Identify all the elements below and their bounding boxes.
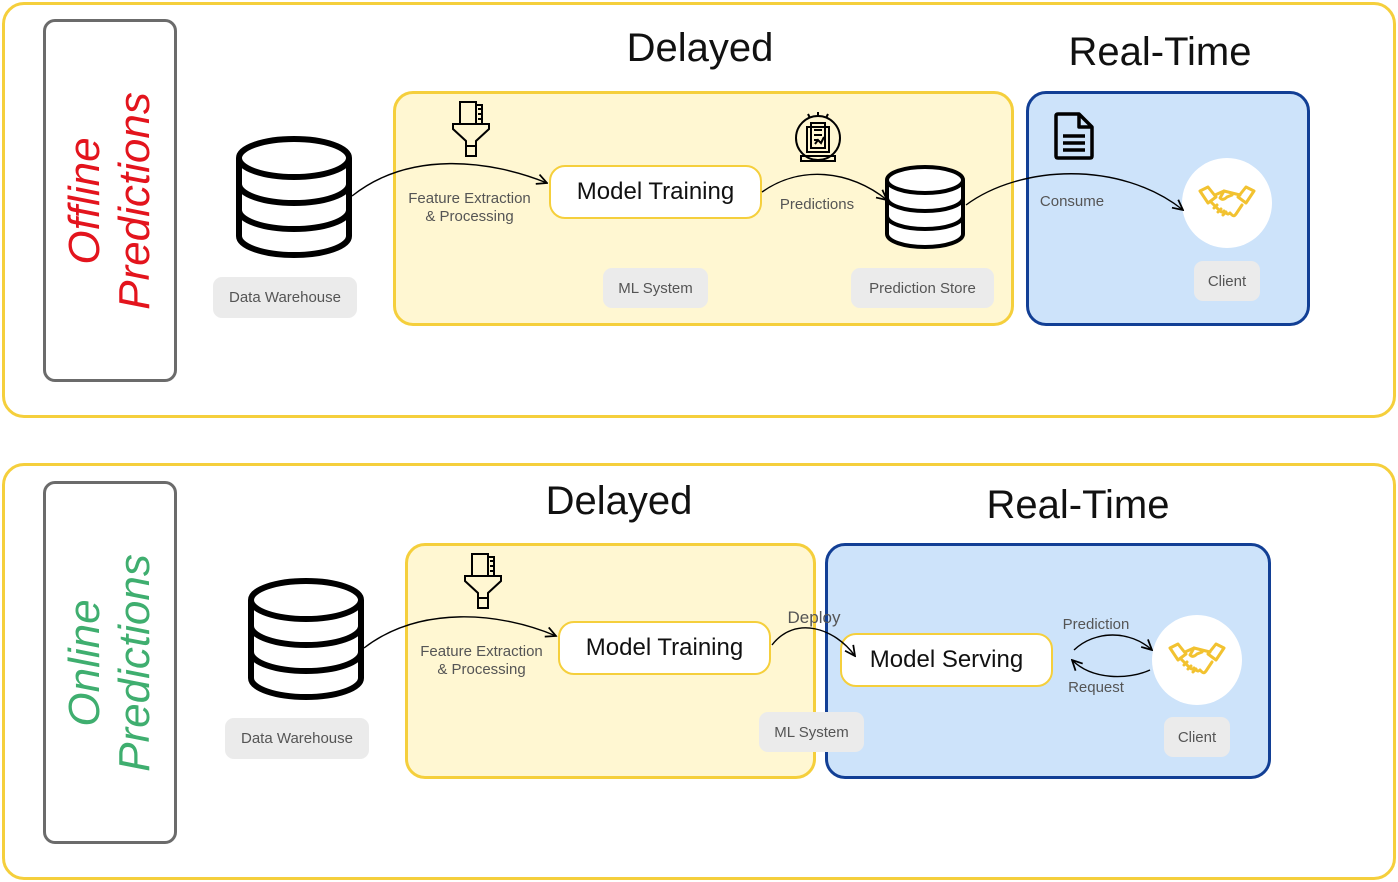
offline-predictions-label: Predictions: [779, 196, 855, 213]
document-icon: [1054, 112, 1094, 160]
online-request-label: Request: [1068, 679, 1124, 696]
online-model-training-node[interactable]: Model Training: [558, 621, 771, 675]
monitor-icon: [795, 112, 841, 162]
online-title: Online Predictions: [60, 553, 159, 772]
handshake-icon: [1198, 185, 1256, 218]
offline-client-label: Client: [1194, 261, 1260, 301]
offline-prediction-store-label: Prediction Store: [851, 268, 994, 308]
offline-delayed-heading: Delayed: [626, 26, 774, 70]
online-side-label: Online Predictions: [43, 481, 177, 844]
online-feature-label: Feature Extraction & Processing: [420, 643, 543, 678]
offline-consume-label: Consume: [1039, 193, 1105, 210]
online-client-label: Client: [1164, 717, 1230, 757]
online-client-circle[interactable]: [1152, 615, 1242, 705]
offline-model-training-node[interactable]: Model Training: [549, 165, 762, 219]
online-ml-system-label: ML System: [759, 712, 864, 752]
offline-data-warehouse-label: Data Warehouse: [213, 277, 357, 318]
offline-side-label: Offline Predictions: [43, 19, 177, 382]
funnel-icon: [464, 553, 502, 609]
database-icon: [236, 136, 352, 258]
handshake-icon: [1168, 642, 1226, 675]
database-icon: [885, 165, 965, 249]
offline-feature-label: Feature Extraction & Processing: [408, 190, 531, 225]
offline-realtime-heading: Real-Time: [1068, 30, 1252, 74]
offline-ml-system-label: ML System: [603, 268, 708, 308]
offline-title: Offline Predictions: [60, 91, 159, 310]
online-realtime-heading: Real-Time: [986, 483, 1170, 527]
database-icon: [248, 578, 364, 700]
online-data-warehouse-label: Data Warehouse: [225, 718, 369, 759]
offline-client-circle[interactable]: [1182, 158, 1272, 248]
online-model-serving-node[interactable]: Model Serving: [840, 633, 1053, 687]
online-prediction-label: Prediction: [1062, 616, 1130, 633]
online-deploy-label: Deploy: [787, 608, 841, 627]
online-delayed-heading: Delayed: [545, 479, 693, 523]
funnel-icon: [452, 101, 490, 157]
